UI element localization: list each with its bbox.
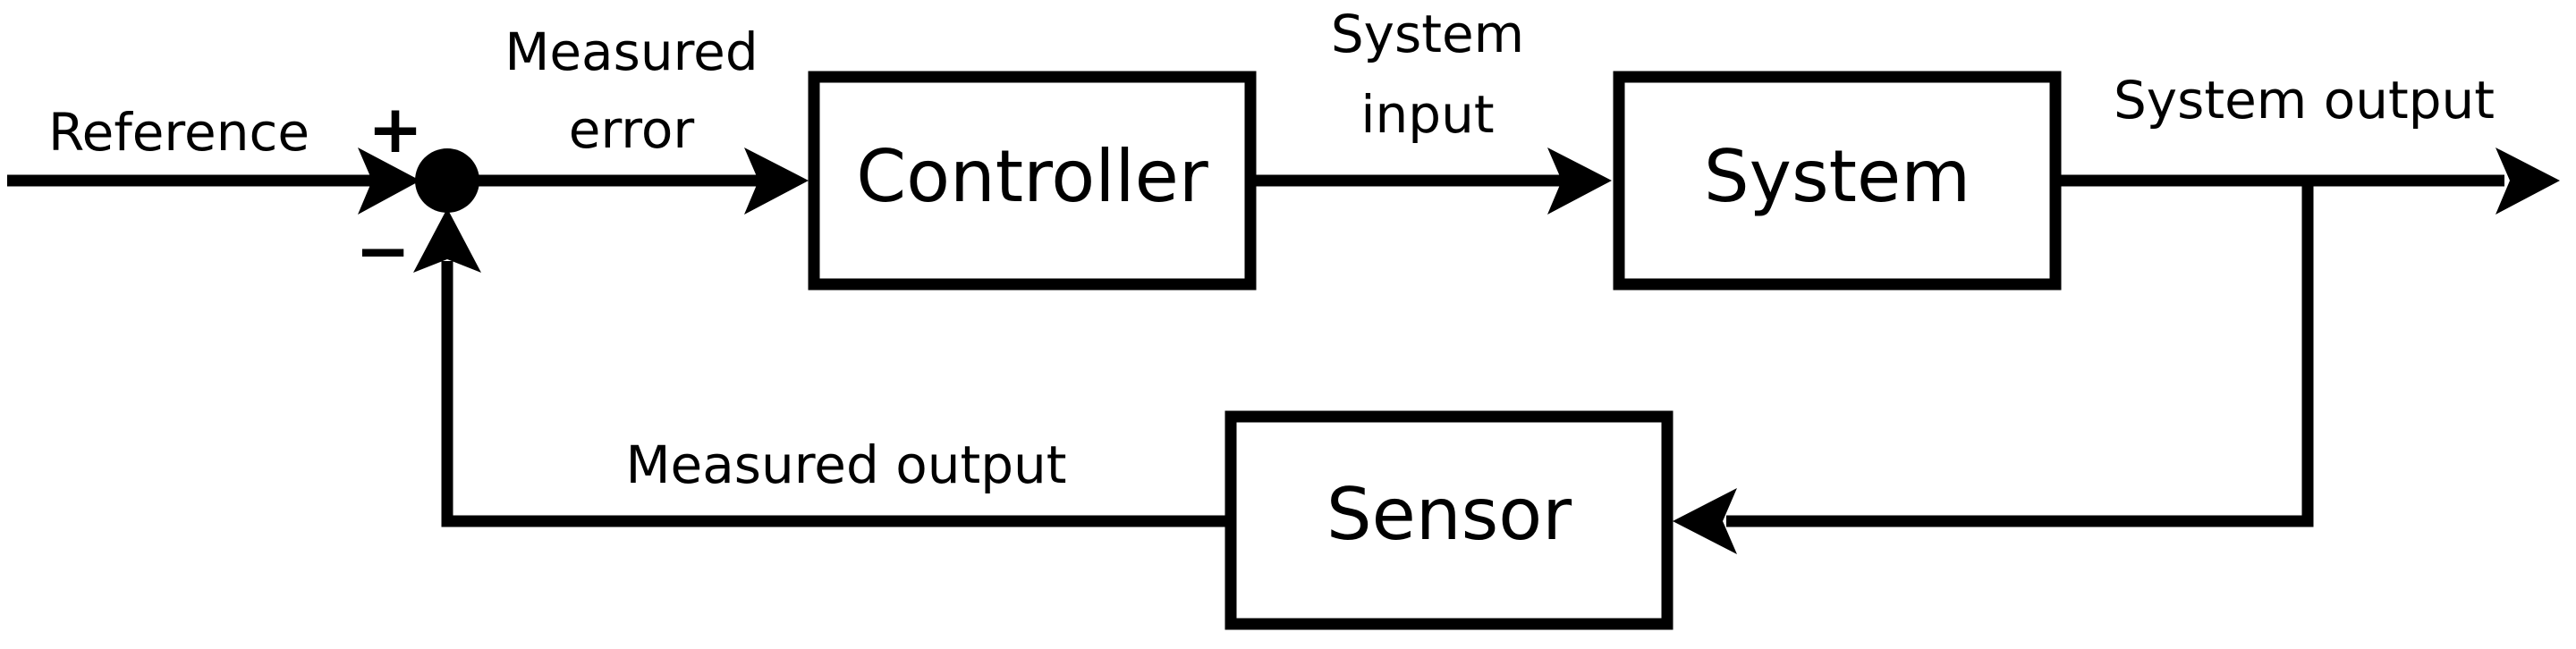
feedback-arrowhead xyxy=(413,208,481,273)
sensor-block: Sensor xyxy=(1224,410,1674,630)
feedback-return-wire xyxy=(441,261,1227,527)
controller-block: Controller xyxy=(808,71,1257,291)
sensor-label: Sensor xyxy=(1326,473,1572,556)
sensor-input-arrowhead xyxy=(1673,488,1737,554)
system-input-arrowhead xyxy=(1547,148,1612,215)
error-arrowhead xyxy=(744,148,809,215)
plus-sign: + xyxy=(368,91,423,168)
measured-error-label-line1: Measured xyxy=(504,21,758,82)
reference-arrowhead xyxy=(358,148,420,215)
system-input-label-line1: System xyxy=(1331,4,1524,64)
measured-error-label-line2: error xyxy=(569,99,695,160)
system-input-label-line2: input xyxy=(1360,84,1494,145)
controller-label: Controller xyxy=(856,135,1208,218)
measured-output-label: Measured output xyxy=(625,434,1066,495)
feedback-takeoff-wire xyxy=(1726,181,2314,527)
summing-junction xyxy=(415,148,479,213)
system-block: System xyxy=(1613,71,2062,291)
system-output-arrowhead xyxy=(2496,148,2560,215)
reference-label: Reference xyxy=(48,102,309,163)
system-label: System xyxy=(1704,135,1970,218)
minus-sign: − xyxy=(355,213,411,290)
system-output-label: System output xyxy=(2114,70,2495,131)
